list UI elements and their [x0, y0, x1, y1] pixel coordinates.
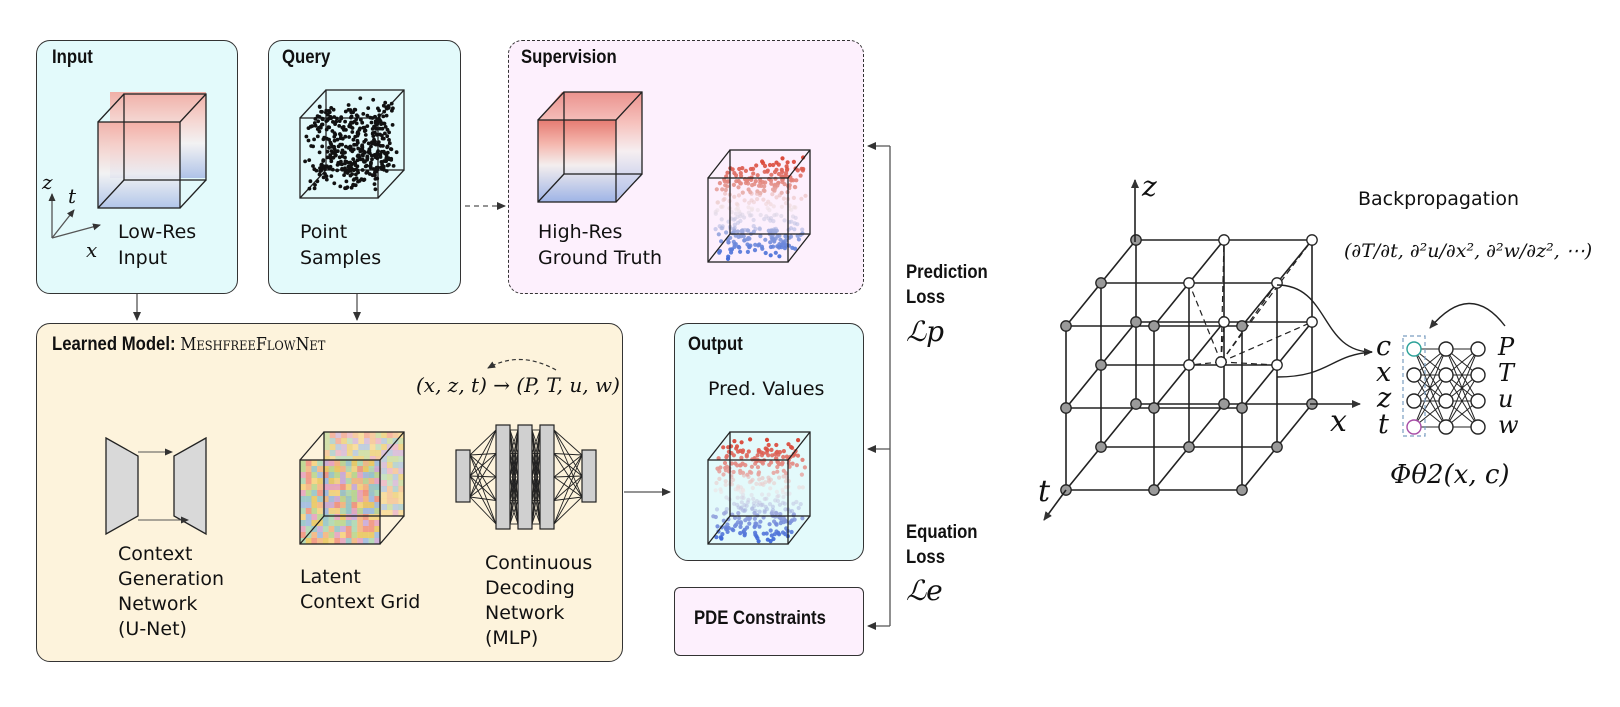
grid-axis-x: x — [1330, 404, 1347, 439]
mlp-output-P: P — [1498, 333, 1515, 361]
grid-axis-z: z — [1142, 170, 1157, 203]
prediction-loss-symbol: ℒp — [906, 315, 945, 348]
mlp-input-z: z — [1377, 383, 1392, 414]
grid-3d — [1043, 179, 1373, 521]
equation-loss-symbol: ℒe — [906, 574, 943, 607]
small-axis-z: z — [42, 170, 53, 194]
mlp-output-u: u — [1498, 385, 1514, 413]
model-title: Learned Model: MeshfreeFlowNet — [52, 334, 325, 356]
mlp-output-w: w — [1498, 411, 1519, 439]
point-samples-cube — [299, 89, 405, 199]
pde-title: PDE Constraints — [694, 608, 826, 629]
model-title-name: MeshfreeFlowNet — [180, 334, 326, 355]
mlp-output-T: T — [1498, 359, 1515, 387]
small-axis-x: x — [86, 238, 98, 262]
latent-grid-cube — [299, 431, 405, 545]
mlp-input-x: x — [1376, 357, 1392, 388]
mapping-formula: (x, z, t) → (P, T, u, w) — [416, 373, 620, 397]
high-res-cube — [537, 91, 643, 203]
query-title: Query — [282, 47, 331, 68]
output-title: Output — [688, 334, 743, 355]
backprop-label: Backpropagation — [1358, 188, 1520, 210]
output-label: Pred. Values — [708, 378, 825, 400]
flow-arrows — [133, 142, 891, 630]
grid-axis-t: t — [1038, 474, 1051, 509]
output-box — [674, 323, 864, 561]
low-res-cube — [97, 92, 207, 209]
phi-formula: Φθ2(x, c) — [1390, 460, 1510, 490]
output-points-cube — [707, 431, 811, 545]
input-title: Input — [52, 47, 93, 68]
supervision-title: Supervision — [521, 47, 617, 68]
decoder-mlp-right — [1402, 302, 1506, 437]
mlp-input-c: c — [1376, 331, 1392, 362]
mlp-input-t: t — [1378, 409, 1389, 440]
small-axis-t: t — [68, 184, 77, 208]
mlp-icon — [455, 358, 597, 530]
small-axes — [48, 193, 101, 239]
model-title-prefix: Learned Model: — [52, 334, 176, 355]
ground-truth-points-cube — [707, 149, 811, 263]
query-dots — [303, 96, 399, 192]
backprop-terms: (∂T/∂t, ∂²u/∂x², ∂²w/∂z², ⋯) — [1344, 240, 1593, 262]
pde-box — [674, 587, 864, 656]
unet-icon — [105, 436, 207, 536]
